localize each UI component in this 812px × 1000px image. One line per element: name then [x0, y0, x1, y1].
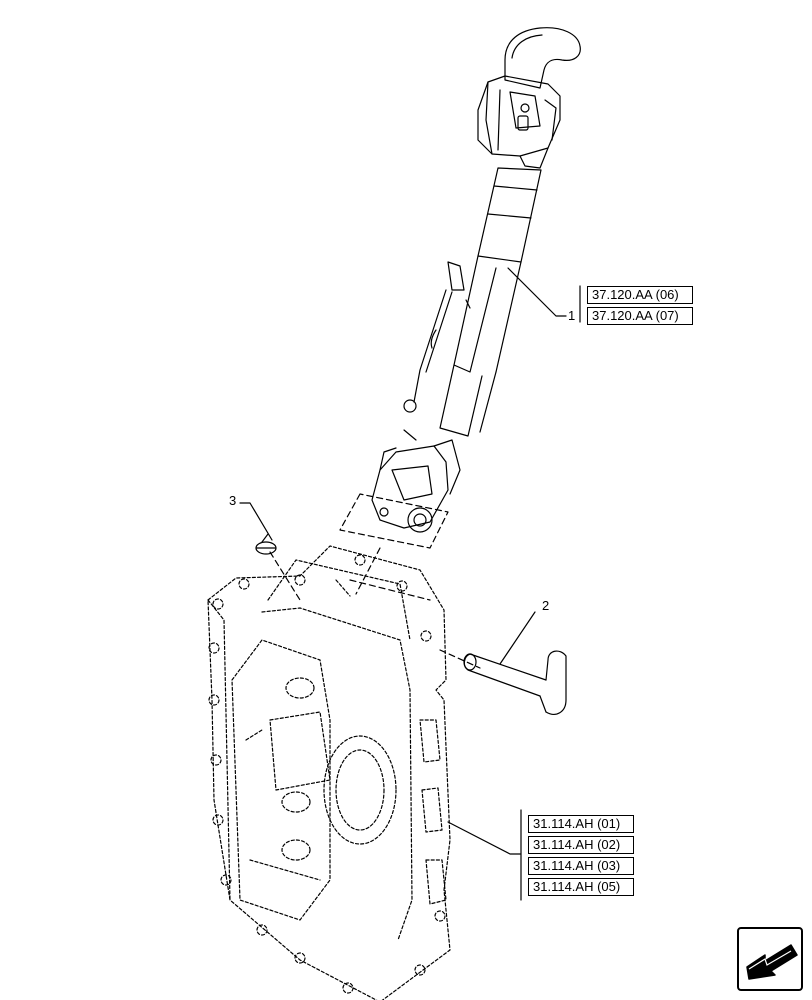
callout-2: 2 — [542, 598, 550, 613]
housing — [207, 545, 451, 1000]
leader-lines — [239, 267, 581, 901]
pin — [463, 650, 567, 715]
reference-box[interactable]: 31.114.AH (03) — [528, 857, 634, 875]
callout-3: 3 — [229, 493, 237, 508]
reference-box[interactable]: 31.114.AH (02) — [528, 836, 634, 854]
reference-group-1: 37.120.AA (06) 37.120.AA (07) — [587, 286, 693, 328]
reference-box[interactable]: 31.114.AH (05) — [528, 878, 634, 896]
top-link-hook — [477, 27, 581, 169]
retaining-clip — [255, 533, 277, 555]
arrow-down-left-icon — [746, 944, 798, 980]
reference-box[interactable]: 31.114.AH (01) — [528, 815, 634, 833]
alignment-lines — [269, 493, 481, 669]
top-link-barrel — [403, 167, 542, 437]
top-link-clevis — [371, 429, 461, 533]
reference-box[interactable]: 37.120.AA (07) — [587, 307, 693, 325]
callout-1: 1 — [568, 308, 576, 323]
navigation-button[interactable] — [737, 927, 803, 991]
reference-box[interactable]: 37.120.AA (06) — [587, 286, 693, 304]
reference-group-2: 31.114.AH (01) 31.114.AH (02) 31.114.AH … — [528, 815, 634, 899]
